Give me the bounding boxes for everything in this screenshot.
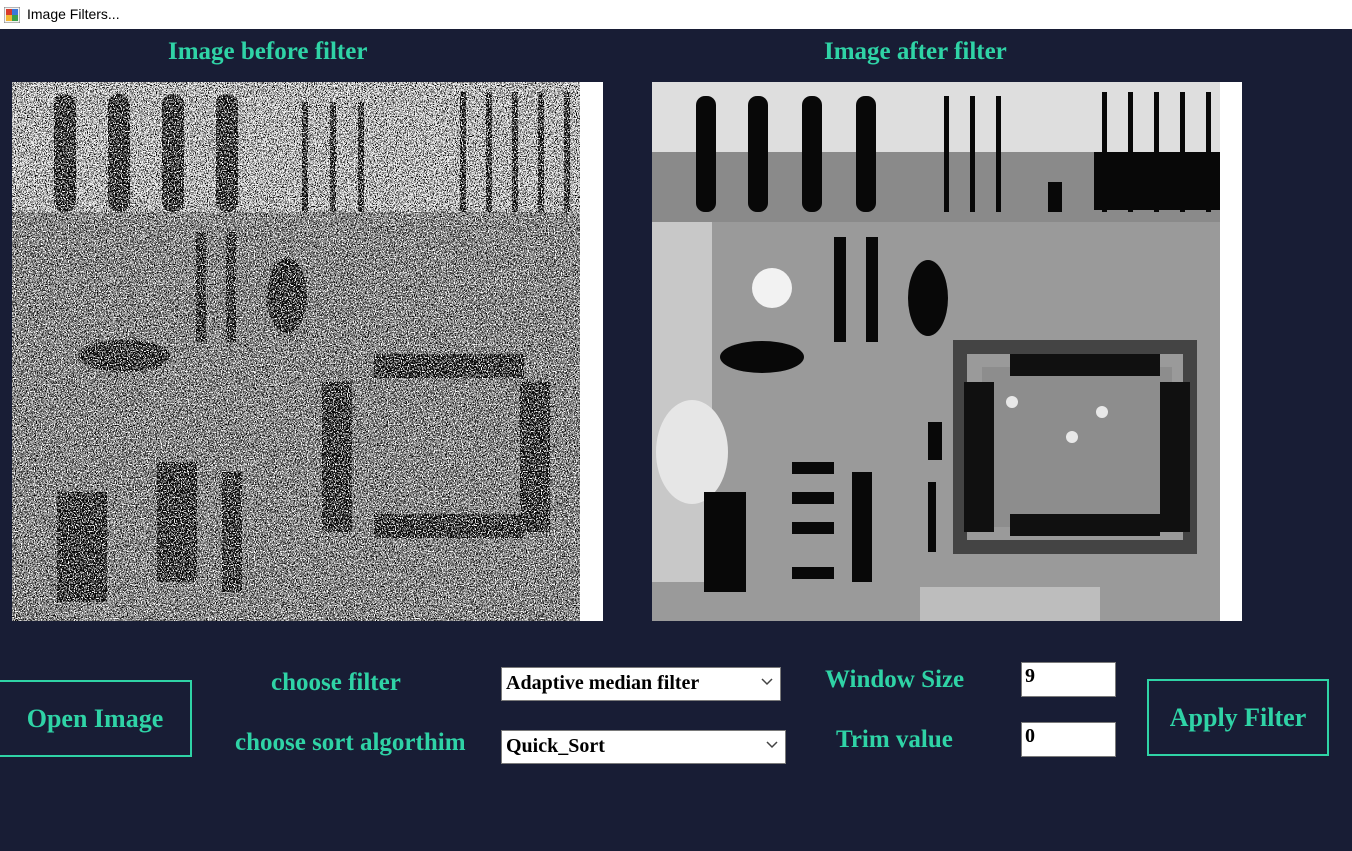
apply-filter-button[interactable]: Apply Filter [1147, 679, 1329, 756]
trim-value-label: Trim value [836, 726, 953, 753]
choose-sort-label: choose sort algorthim [235, 729, 466, 756]
window-title: Image Filters... [27, 6, 120, 22]
after-image [652, 82, 1242, 621]
trim-value-input[interactable]: 0 [1021, 722, 1116, 757]
title-bar: Image Filters... [0, 0, 1352, 29]
chevron-down-icon [766, 741, 778, 749]
chevron-down-icon [761, 678, 773, 686]
app-icon [4, 7, 20, 23]
after-caption: Image after filter [824, 38, 1007, 65]
before-caption: Image before filter [168, 38, 368, 65]
filter-select-value: Adaptive median filter [506, 672, 700, 694]
choose-filter-label: choose filter [271, 669, 401, 696]
window-size-input[interactable]: 9 [1021, 662, 1116, 697]
filter-select[interactable]: Adaptive median filter [501, 667, 781, 701]
sort-select-value: Quick_Sort [506, 735, 605, 757]
window-size-label: Window Size [825, 666, 965, 693]
before-image [12, 82, 603, 621]
main-window: Image before filter Image after filter [0, 29, 1352, 851]
open-image-button[interactable]: Open Image [0, 680, 192, 757]
sort-select[interactable]: Quick_Sort [501, 730, 786, 764]
